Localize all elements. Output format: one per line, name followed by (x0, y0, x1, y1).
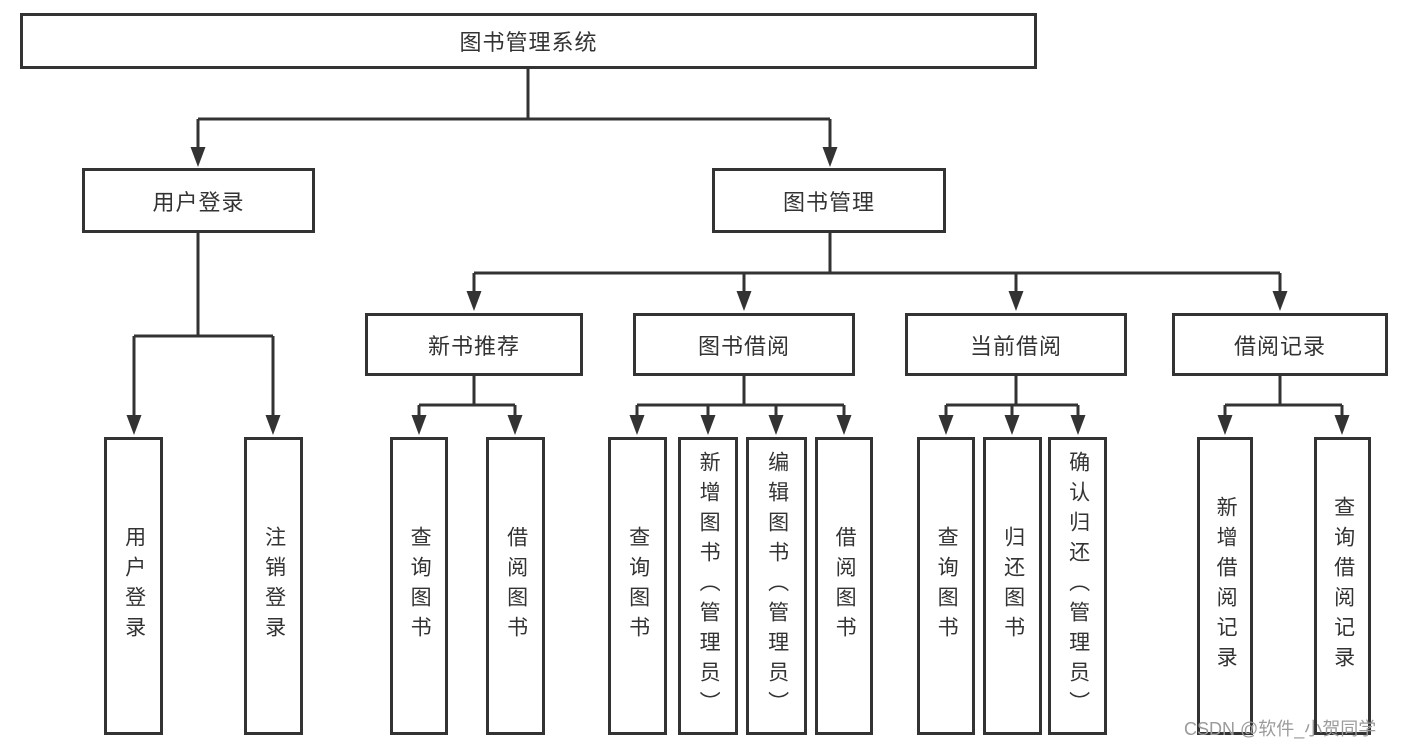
arrowhead (1217, 415, 1233, 435)
node-leaf-borrow-books-newbooks: 借阅图书 (486, 437, 545, 735)
arrowhead (736, 291, 752, 311)
node-leaf-query-borrow-record: 查询借阅记录 (1314, 437, 1371, 735)
node-label: 新增图书（管理员） (697, 451, 721, 721)
arrowhead (1272, 291, 1288, 311)
node-label: 当前借阅 (969, 333, 1062, 359)
node-leaf-borrow-books-borrowing: 借阅图书 (815, 437, 873, 735)
node-leaf-query-books-current: 查询图书 (917, 437, 975, 735)
node-leaf-add-books-admin: 新增图书（管理员） (678, 437, 738, 735)
node-leaf-query-books-borrowing: 查询图书 (608, 437, 667, 735)
node-leaf-edit-books-admin: 编辑图书（管理员） (746, 437, 807, 735)
node-label: 图书管理 (782, 189, 875, 215)
csdn-watermark: CSDN @软件_小贺同学 (1184, 719, 1377, 739)
arrowhead (629, 415, 645, 435)
node-label: 归还图书 (1001, 526, 1025, 646)
node-label: 用户登录 (122, 526, 146, 646)
node-label: 查询图书 (626, 526, 650, 646)
node-label: 新增借阅记录 (1214, 496, 1238, 676)
node-label: 查询图书 (408, 526, 432, 646)
node-leaf-confirm-return-admin: 确认归还（管理员） (1048, 437, 1107, 735)
node-label: 编辑图书（管理员） (765, 451, 789, 721)
arrowhead (1334, 415, 1350, 435)
arrowhead (265, 415, 281, 435)
node-label: 注销登录 (262, 526, 286, 646)
node-leaf-add-borrow-record: 新增借阅记录 (1197, 437, 1253, 735)
node-label: 确认归还（管理员） (1066, 451, 1090, 721)
arrowhead (1008, 291, 1024, 311)
arrowhead (1070, 415, 1086, 435)
node-library-management-system: 图书管理系统 (20, 13, 1037, 69)
arrowhead (700, 415, 716, 435)
node-leaf-logout: 注销登录 (244, 437, 303, 735)
node-new-book-recommendation: 新书推荐 (365, 313, 583, 376)
node-leaf-user-login: 用户登录 (104, 437, 163, 735)
node-borrowing-records: 借阅记录 (1172, 313, 1388, 376)
node-label: 图书借阅 (697, 333, 790, 359)
node-label: 查询借阅记录 (1331, 496, 1355, 676)
node-leaf-query-books-newbooks: 查询图书 (390, 437, 448, 735)
arrowhead (190, 147, 206, 167)
arrowhead (836, 415, 852, 435)
node-label: 图书管理系统 (459, 30, 598, 55)
node-label: 查询图书 (935, 526, 959, 646)
arrowhead (768, 415, 784, 435)
node-user-login: 用户登录 (82, 168, 315, 233)
arrowhead (466, 291, 482, 311)
arrowhead (126, 415, 142, 435)
arrowhead (507, 415, 523, 435)
node-book-management: 图书管理 (712, 168, 946, 233)
arrowhead (411, 415, 427, 435)
node-current-borrowing: 当前借阅 (905, 313, 1127, 376)
node-label: 借阅图书 (833, 526, 857, 646)
arrowhead (1004, 415, 1020, 435)
node-label: 借阅图书 (504, 526, 528, 646)
node-label: 新书推荐 (427, 333, 520, 359)
node-book-borrowing: 图书借阅 (633, 313, 855, 376)
tree-edges (132, 69, 1344, 418)
arrowheads (126, 147, 1350, 435)
arrowhead (938, 415, 954, 435)
node-leaf-return-books: 归还图书 (983, 437, 1042, 735)
node-label: 借阅记录 (1233, 333, 1326, 359)
node-label: 用户登录 (152, 189, 245, 215)
arrowhead (822, 147, 838, 167)
